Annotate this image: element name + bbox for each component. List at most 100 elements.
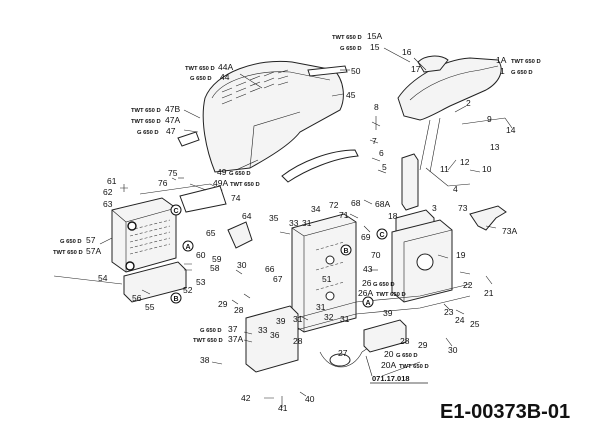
callout-24: 24 xyxy=(455,315,465,325)
svg-text:A: A xyxy=(365,300,370,307)
callout-31-right: 31 xyxy=(340,314,350,324)
hood-cover xyxy=(202,60,344,173)
callout-26: 26 xyxy=(362,278,372,288)
callout-12: 12 xyxy=(460,157,470,167)
callout-47: 47 xyxy=(166,126,176,136)
base-plate xyxy=(123,261,187,303)
svg-text:C: C xyxy=(379,232,384,239)
hood-vent-slots xyxy=(221,69,289,105)
callout-1a: 1A xyxy=(496,55,507,65)
reference-number: 071.17.018 xyxy=(372,374,410,383)
callout-43: 43 xyxy=(363,264,373,274)
callout-1-model: G 650 D xyxy=(511,70,533,76)
callout-60: 60 xyxy=(196,250,206,260)
control-rod xyxy=(461,117,513,129)
callout-36: 36 xyxy=(270,330,280,340)
callout-64: 64 xyxy=(242,211,252,221)
callout-61: 61 xyxy=(107,176,117,186)
callout-13: 13 xyxy=(490,142,500,152)
callout-5: 5 xyxy=(382,162,387,172)
callout-2: 2 xyxy=(466,98,471,108)
callout-72: 72 xyxy=(329,200,339,210)
callout-57-model: G 650 D xyxy=(60,239,82,245)
lower-left-bracket xyxy=(245,305,299,373)
callout-51: 51 xyxy=(322,274,332,284)
callout-26a-model: TWT 650 D xyxy=(376,292,406,298)
document-code: E1-00373B-01 xyxy=(440,401,570,423)
leader-lines xyxy=(53,47,499,377)
callout-27: 27 xyxy=(338,348,348,358)
callout-3: 3 xyxy=(432,203,437,213)
callout-33: 33 xyxy=(289,218,299,228)
decal-side xyxy=(177,131,200,147)
control-box-grille xyxy=(129,219,171,255)
callout-15-model: G 650 D xyxy=(340,46,362,52)
callout-39-left: 39 xyxy=(276,316,286,326)
decal-strip xyxy=(281,149,359,183)
callout-40: 40 xyxy=(305,394,315,404)
decal-small xyxy=(307,65,348,77)
callout-1a-model: TWT 650 D xyxy=(511,59,541,65)
clamp-bracket xyxy=(227,221,253,249)
callout-76: 76 xyxy=(158,178,168,188)
callout-39: 39 xyxy=(383,308,393,318)
callout-44: 44 xyxy=(220,72,230,82)
svg-text:A: A xyxy=(185,244,190,251)
callout-53: 53 xyxy=(196,277,206,287)
part-drawings xyxy=(53,47,513,408)
callout-18: 18 xyxy=(388,211,398,221)
callout-9: 9 xyxy=(487,114,492,124)
callout-58: 58 xyxy=(210,263,220,273)
marker-c-2: C xyxy=(376,228,388,240)
callout-56: 56 xyxy=(132,293,142,303)
callout-32: 32 xyxy=(324,312,334,322)
callout-23: 23 xyxy=(444,307,454,317)
callout-16: 16 xyxy=(402,47,412,57)
callout-59: 59 xyxy=(212,254,222,264)
callout-67: 67 xyxy=(273,274,283,284)
callout-37a-model: TWT 650 D xyxy=(193,338,223,344)
callout-29: 29 xyxy=(218,299,228,309)
callout-14: 14 xyxy=(506,125,516,135)
svg-text:B: B xyxy=(173,296,178,303)
callout-30: 30 xyxy=(237,260,247,270)
callout-57a-model: TWT 650 D xyxy=(53,250,83,256)
lower-frame-tube-2 xyxy=(251,295,471,343)
callout-34: 34 xyxy=(311,204,321,214)
callout-26a: 26A xyxy=(358,288,373,298)
callout-31: 31 xyxy=(302,218,312,228)
callout-52: 52 xyxy=(183,285,193,295)
callout-55: 55 xyxy=(145,302,155,312)
callout-47a: 47A xyxy=(165,115,180,125)
marker-c-1: C xyxy=(170,204,182,216)
callout-54: 54 xyxy=(98,273,108,283)
callout-73: 73 xyxy=(458,203,468,213)
callout-49-model: G 650 D xyxy=(229,171,251,177)
callout-44-model: G 650 D xyxy=(190,76,212,82)
callout-68a: 68A xyxy=(375,199,390,209)
callout-37-model: G 650 D xyxy=(200,328,222,334)
callout-31-center: 31 xyxy=(316,302,326,312)
callout-37: 37 xyxy=(228,324,238,334)
callout-11: 11 xyxy=(440,164,449,174)
svg-text:B: B xyxy=(343,248,348,255)
callout-15a: 15A xyxy=(367,31,382,41)
mount-plate xyxy=(179,185,227,213)
callout-74: 74 xyxy=(231,193,241,203)
callout-57: 57 xyxy=(86,235,96,245)
callout-49a-model: TWT 650 D xyxy=(230,182,260,188)
callout-labels: TWT 650 D 15A G 650 D 15 16 17 1A TWT 65… xyxy=(53,31,541,413)
callout-20a: 20A xyxy=(381,360,396,370)
lower-frame-tube xyxy=(251,283,471,331)
callout-8: 8 xyxy=(374,102,379,112)
callout-15a-model: TWT 650 D xyxy=(332,35,362,41)
callout-15: 15 xyxy=(370,42,380,52)
callout-41: 41 xyxy=(278,403,288,413)
marker-dot-1 xyxy=(125,261,135,271)
marker-dot-2 xyxy=(127,221,137,231)
side-bracket xyxy=(469,205,507,231)
connection-markers: A B C A B C xyxy=(125,204,388,308)
callout-17: 17 xyxy=(411,64,421,74)
callout-30-right: 30 xyxy=(448,345,458,355)
